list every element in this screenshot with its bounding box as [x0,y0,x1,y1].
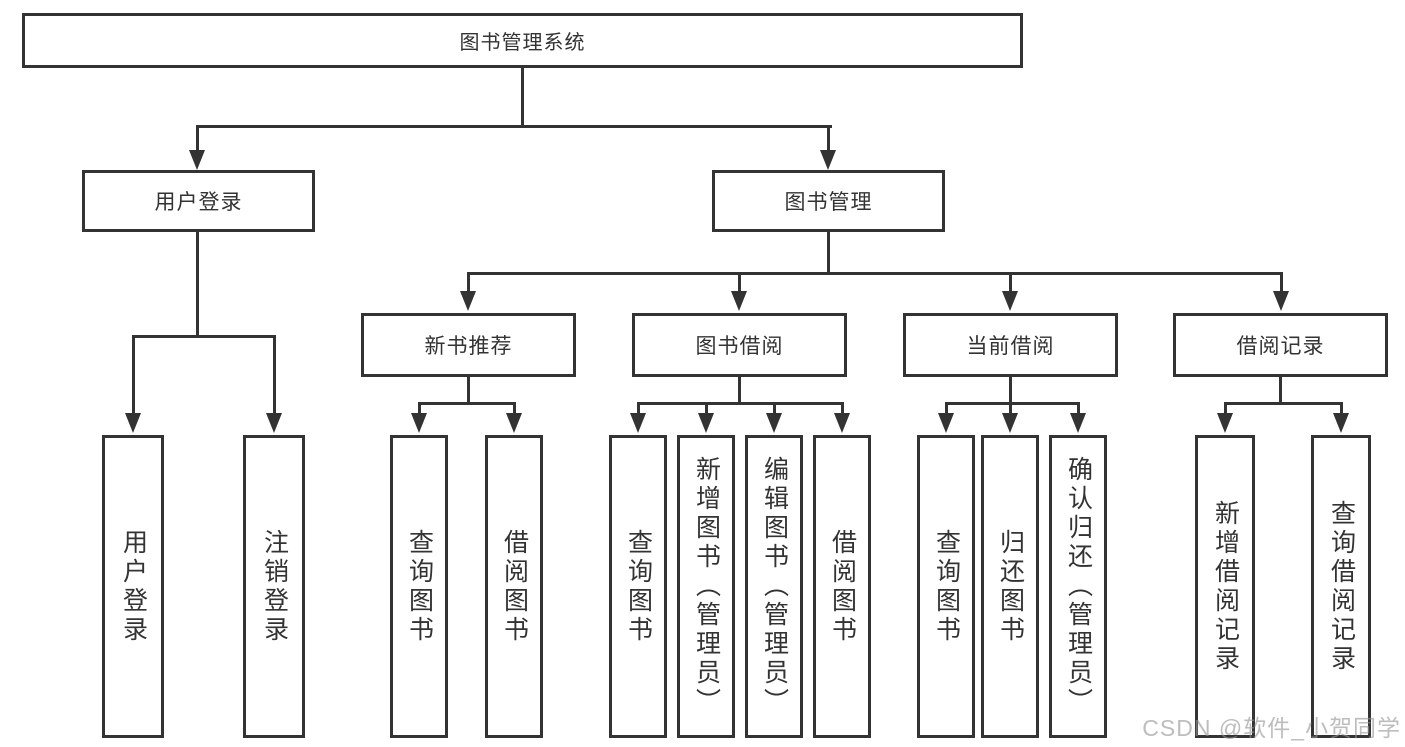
arrowhead-down [189,150,205,170]
leaf-label: 查询图书 [932,528,961,645]
connector-line [1077,402,1080,415]
arrowhead-down [266,413,282,433]
connector-line [467,272,470,293]
arrowhead-down [411,413,427,433]
arrowhead-down [1070,413,1086,433]
connector-line [1279,377,1282,405]
connector-line [467,377,470,405]
arrowhead-down [834,413,850,433]
arrowhead-down [698,413,714,433]
connector-line [196,125,199,152]
node-label: 图书借阅 [695,335,784,358]
leaf-label: 编辑图书（管理员） [760,456,789,717]
connector-line [418,402,516,405]
connector-line [827,232,830,274]
leaf-query-books-current: 查询图书 [917,435,975,738]
leaf-label: 新增图书（管理员） [692,456,721,717]
arrowhead-down [125,413,141,433]
connector-line [513,402,516,415]
connector-line [273,335,276,415]
leaf-query-books-recommend: 查询图书 [390,435,448,738]
leaf-label: 注销登录 [260,528,289,645]
connector-line [827,125,830,152]
connector-line [196,232,199,338]
connector-line [945,402,1079,405]
arrowhead-down [1217,413,1233,433]
node-library-management-system: 图书管理系统 [22,13,1023,68]
leaf-edit-books-admin: 编辑图书（管理员） [745,435,803,738]
connector-line [945,402,948,415]
connector-line [1009,402,1012,415]
arrowhead-down [820,150,836,170]
node-label: 当前借阅 [966,335,1055,358]
connector-line [132,335,276,338]
node-borrowing-records: 借阅记录 [1173,313,1388,377]
arrowhead-down [766,413,782,433]
node-label: 新书推荐 [424,335,513,358]
arrowhead-down [1273,291,1289,311]
leaf-label: 确认归还（管理员） [1064,456,1093,717]
arrowhead-down [1002,291,1018,311]
connector-line [1009,272,1012,293]
leaf-query-borrow-record: 查询借阅记录 [1311,435,1371,738]
node-book-borrowing: 图书借阅 [632,313,847,377]
connector-line [773,402,776,415]
connector-line [1224,402,1227,415]
leaf-label: 归还图书 [996,528,1025,645]
leaf-label: 用户登录 [119,528,148,645]
node-user-login: 用户登录 [82,170,315,232]
leaf-confirm-return-admin: 确认归还（管理员） [1049,435,1107,738]
connector-line [467,272,1283,275]
leaf-add-borrow-record: 新增借阅记录 [1195,435,1255,738]
arrowhead-down [731,291,747,311]
connector-line [637,402,640,415]
arrowhead-down [460,291,476,311]
leaf-borrow-books-recommend: 借阅图书 [485,435,543,738]
connector-line [637,402,843,405]
leaf-user-login: 用户登录 [102,435,164,738]
csdn-watermark: CSDN @软件_小贺同学 [1142,715,1401,741]
node-label: 图书管理 [784,191,873,214]
arrowhead-down [1333,413,1349,433]
leaf-label: 查询借阅记录 [1327,499,1356,674]
node-new-book-recommendation: 新书推荐 [361,313,576,377]
connector-line [738,377,741,405]
leaf-label: 借阅图书 [828,528,857,645]
node-label: 借阅记录 [1236,335,1325,358]
arrowhead-down [630,413,646,433]
connector-line [196,125,832,128]
leaf-label: 查询图书 [405,528,434,645]
leaf-add-books-admin: 新增图书（管理员） [677,435,735,738]
connector-line [1340,402,1343,415]
leaf-logout: 注销登录 [243,435,305,738]
node-label: 图书管理系统 [459,32,586,54]
leaf-query-books-borrow: 查询图书 [609,435,667,738]
leaf-label: 借阅图书 [500,528,529,645]
connector-line [738,272,741,293]
connector-line [841,402,844,415]
leaf-return-books: 归还图书 [981,435,1039,738]
arrowhead-down [938,413,954,433]
node-label: 用户登录 [154,191,243,214]
connector-line [521,68,524,128]
node-current-borrowing: 当前借阅 [903,313,1118,377]
leaf-label: 新增借阅记录 [1211,499,1240,674]
connector-line [1280,272,1283,293]
connector-line [705,402,708,415]
node-book-management: 图书管理 [712,170,945,232]
connector-line [1009,377,1012,405]
connector-line [1224,402,1342,405]
connector-line [132,335,135,415]
connector-line [418,402,421,415]
arrowhead-down [1002,413,1018,433]
arrowhead-down [506,413,522,433]
leaf-label: 查询图书 [624,528,653,645]
leaf-borrow-books: 借阅图书 [813,435,871,738]
